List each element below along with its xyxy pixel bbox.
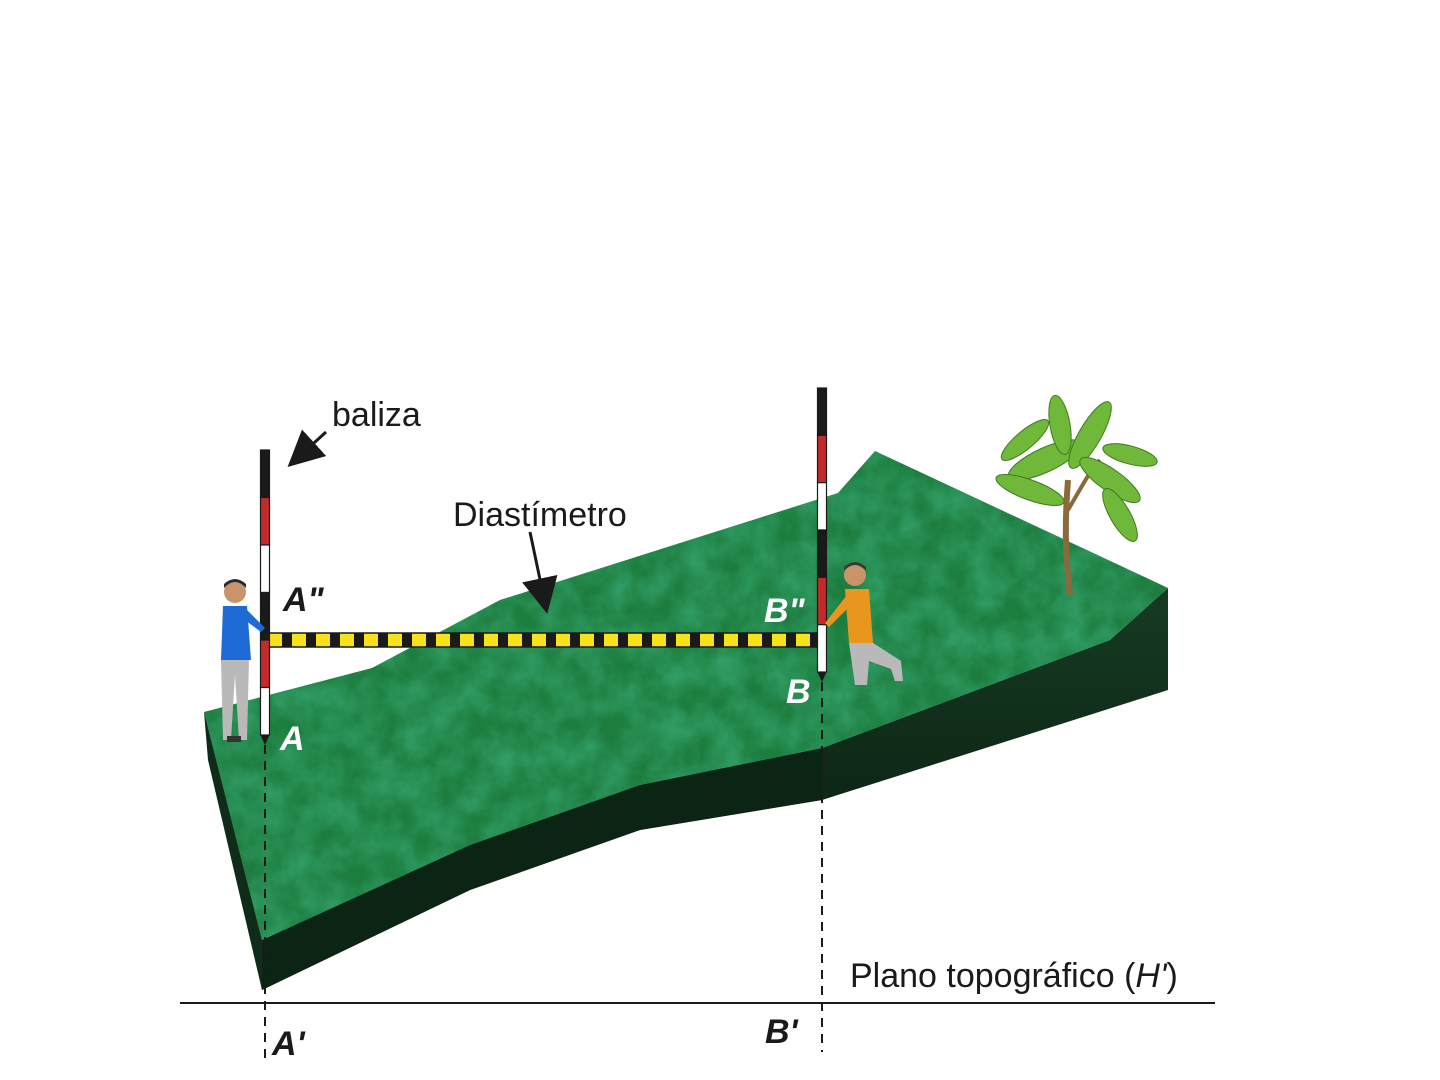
pole-segment [261, 450, 270, 498]
pole-segment [261, 545, 270, 593]
range-pole-a [261, 450, 270, 745]
baliza-label: baliza [332, 396, 421, 434]
tape-tick [522, 633, 532, 647]
pole-segment [818, 625, 827, 672]
baliza-arrow [292, 432, 326, 463]
pole-segment [261, 593, 270, 641]
tape-tick [666, 633, 676, 647]
tape-tick [306, 633, 316, 647]
tape-tick [738, 633, 748, 647]
pole-segment [818, 435, 827, 482]
tape-tick [546, 633, 556, 647]
pole-segment [261, 688, 270, 736]
point-b-double-label: B" [764, 592, 806, 630]
measuring-tape [268, 633, 820, 647]
range-pole-b [818, 388, 827, 682]
point-a-prime-label: A' [271, 1025, 307, 1063]
tape-tick [330, 633, 340, 647]
tape-tick [570, 633, 580, 647]
tape-tick [426, 633, 436, 647]
tape-tick [642, 633, 652, 647]
tape-tick [474, 633, 484, 647]
tape-tick [762, 633, 772, 647]
tape-tick [498, 633, 508, 647]
pole-segment [818, 483, 827, 530]
tape-tick [714, 633, 724, 647]
pole-segment [818, 388, 827, 435]
tape-tick [402, 633, 412, 647]
point-a-label: A [279, 720, 305, 758]
tape-tick [594, 633, 604, 647]
pole-segment [818, 530, 827, 577]
tape-tick [282, 633, 292, 647]
point-b-prime-label: B' [765, 1013, 800, 1051]
pole-segment [261, 498, 270, 546]
tape-tick [690, 633, 700, 647]
topographic-plane-label: Plano topográfico (H') [850, 957, 1178, 995]
tape-tick [450, 633, 460, 647]
terrain-block [204, 451, 1168, 990]
tape-tick [378, 633, 388, 647]
tape-tick [618, 633, 628, 647]
diastimetro-label: Diastímetro [453, 496, 627, 534]
point-a-double-label: A" [282, 581, 325, 619]
point-b-label: B [786, 673, 811, 711]
tape-tick [354, 633, 364, 647]
pole-segment [818, 577, 827, 624]
pole-segment [261, 640, 270, 688]
tape-tick [786, 633, 796, 647]
